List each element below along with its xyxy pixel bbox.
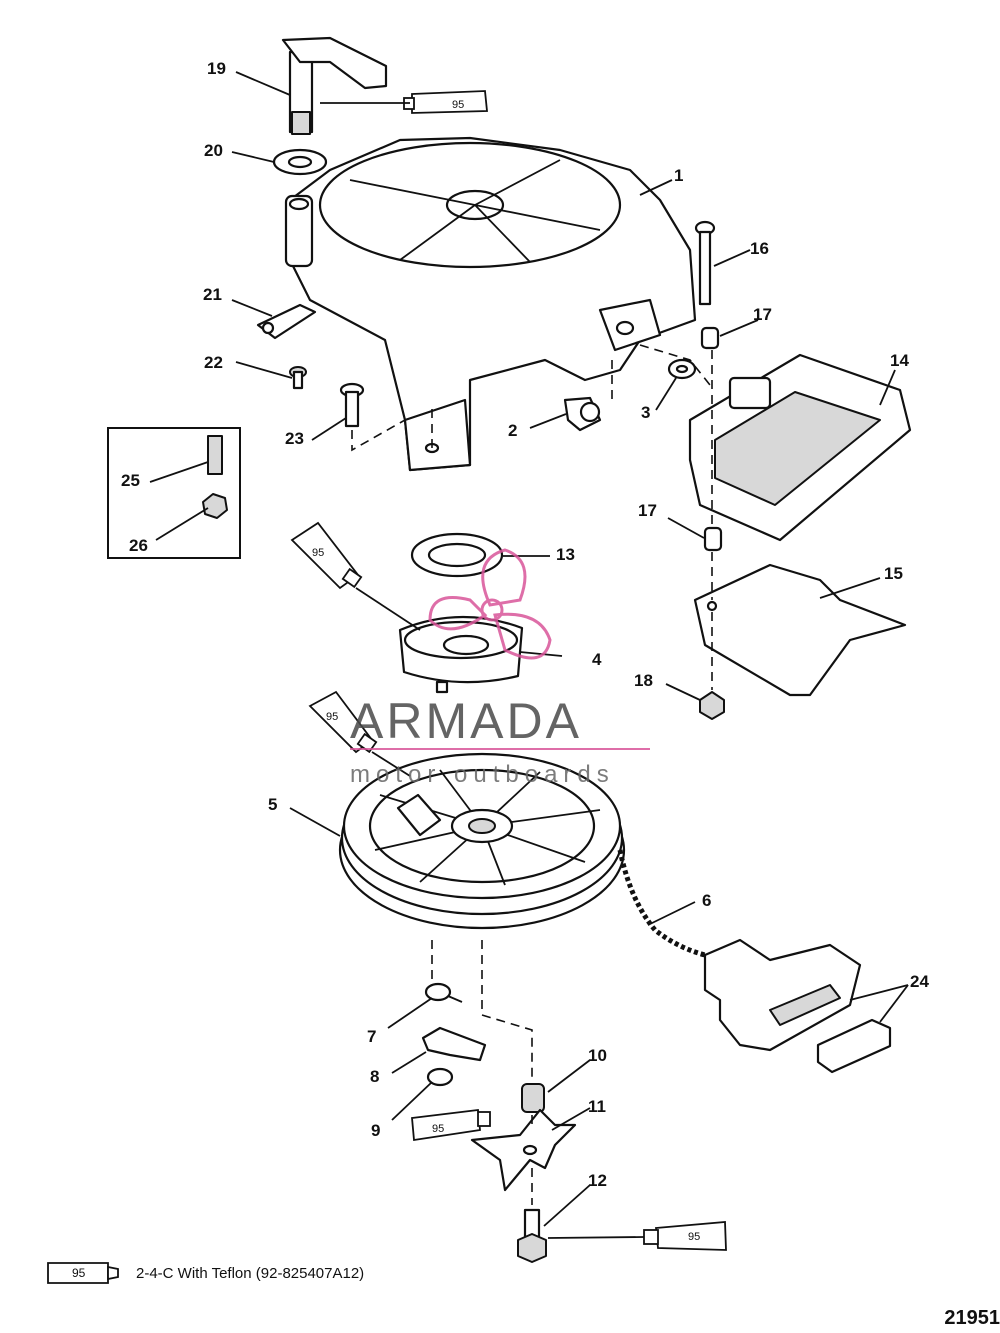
callout-17-lower: 17 <box>638 501 657 520</box>
callout-16: 16 <box>750 239 769 258</box>
callout-18: 18 <box>634 671 653 690</box>
callout-24: 24 <box>910 972 929 991</box>
callout-labels: 1 2 3 4 5 6 7 8 9 10 11 12 13 14 15 16 1… <box>121 59 929 1190</box>
callout-8: 8 <box>370 1067 379 1086</box>
part-1-starter-housing <box>284 136 697 472</box>
propeller-logo <box>428 548 552 660</box>
svg-text:95: 95 <box>452 99 464 111</box>
figure-number: 21951 <box>944 1307 1000 1329</box>
assembly-lines <box>351 344 713 1205</box>
part-22-screw <box>289 366 307 390</box>
part-15-plate <box>693 563 907 697</box>
sealant-tube-cup: 95 <box>290 521 363 590</box>
svg-text:95: 95 <box>326 711 338 723</box>
svg-text:95: 95 <box>688 1231 700 1243</box>
part-7-spring <box>424 982 463 1003</box>
part-11-spring-plate <box>470 1108 577 1192</box>
watermark-brand: ARMADA <box>350 693 582 749</box>
part-3-washer <box>667 358 697 380</box>
part-10-bushing <box>521 1083 545 1113</box>
watermark-tagline: motor outboards <box>350 761 615 788</box>
callout-2: 2 <box>508 421 517 440</box>
part-12-bolt <box>517 1208 547 1263</box>
sealant-tube-clip: 95 <box>411 1108 491 1142</box>
part-24-handle <box>703 938 892 1074</box>
part-23-bolt <box>339 382 365 428</box>
svg-text:95: 95 <box>312 547 324 559</box>
watermark-divider <box>350 748 650 750</box>
sealant-tube-pulley: 95 <box>308 690 378 754</box>
callout-5: 5 <box>268 795 277 814</box>
callout-3: 3 <box>641 403 650 422</box>
callout-13: 13 <box>556 545 575 564</box>
svg-text:95: 95 <box>432 1123 444 1135</box>
part-20-washer <box>272 148 328 176</box>
callout-11: 11 <box>588 1097 606 1116</box>
callout-23: 23 <box>285 429 304 448</box>
armada-watermark: ARMADA motor outboards <box>350 548 650 788</box>
callout-4: 4 <box>592 650 602 669</box>
part-14-cover <box>688 353 912 542</box>
sealant-tube-bolt: 95 <box>643 1221 727 1251</box>
callout-14: 14 <box>890 351 909 370</box>
callout-10: 10 <box>588 1046 607 1065</box>
callout-26: 26 <box>129 536 148 555</box>
part-13-seal-ring <box>410 532 504 578</box>
part-21-bracket <box>256 303 317 340</box>
callout-1: 1 <box>674 166 683 185</box>
callout-6: 6 <box>702 891 711 910</box>
callout-12: 12 <box>588 1171 607 1190</box>
part-8-pawl <box>421 1026 487 1062</box>
part-19-lever-shaft <box>281 36 388 135</box>
callout-15: 15 <box>884 564 903 583</box>
callout-22: 22 <box>204 353 223 372</box>
callout-17-upper: 17 <box>753 305 772 324</box>
callout-21: 21 <box>203 285 222 304</box>
callout-7: 7 <box>367 1027 376 1046</box>
callout-20: 20 <box>204 141 223 160</box>
callout-25: 25 <box>121 471 140 490</box>
callout-9: 9 <box>371 1121 380 1140</box>
part-17-spacer-upper <box>700 326 720 350</box>
sealant-tube-top: 95 <box>403 90 488 114</box>
sealant-tube-icon: 95 <box>47 1262 119 1284</box>
inset-box-25-26 <box>107 427 241 559</box>
legend-text: 2-4-C With Teflon (92-825407A12) <box>136 1264 365 1282</box>
part-2-bushing <box>563 396 602 432</box>
part-5-rope-pulley <box>338 752 626 930</box>
part-9-clip <box>426 1067 454 1087</box>
sealant-legend: 95 2-4-C With Teflon (92-825407A12) <box>46 1260 364 1286</box>
part-18-nut <box>699 691 725 720</box>
svg-text:95: 95 <box>72 1266 86 1280</box>
callout-19: 19 <box>207 59 226 78</box>
part-16-screw <box>694 220 716 306</box>
part-17-spacer-lower <box>703 526 723 552</box>
